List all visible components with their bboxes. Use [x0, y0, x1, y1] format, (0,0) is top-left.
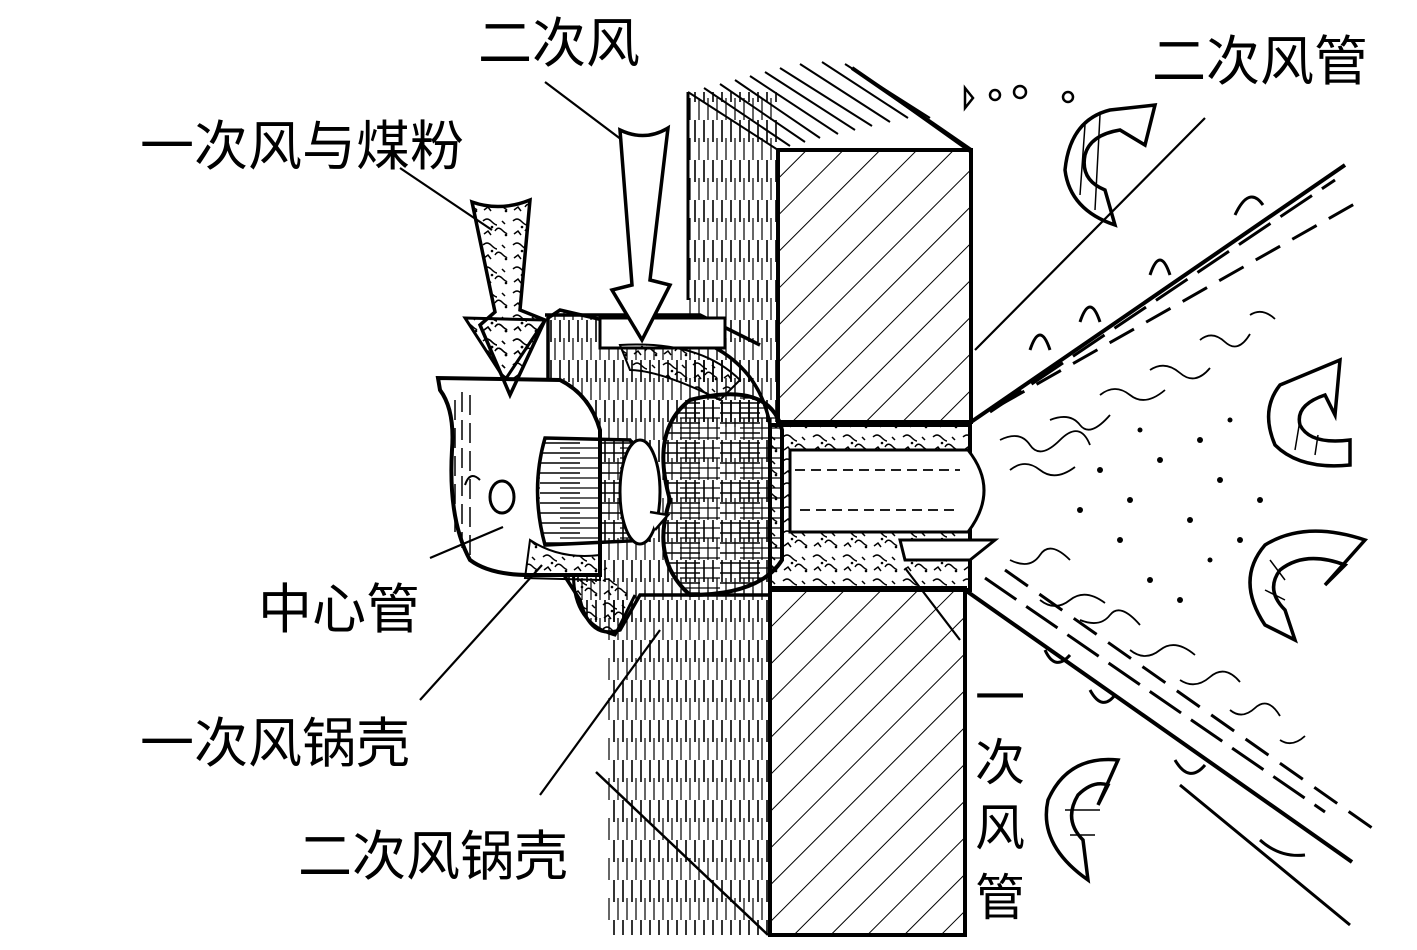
primary-air-inlet-arrow [462, 197, 548, 400]
label-primary-air-pipe-char-2: 次 [975, 734, 1025, 792]
down-arrow-icon [609, 124, 673, 344]
label-primary-air-pipe-char-3: 风 [975, 799, 1025, 857]
swirl-arrow-icon [1266, 357, 1352, 468]
leader-lines [399, 81, 1206, 796]
label-primary-air-pipe-char-4: 管 [975, 869, 1025, 927]
swirl-arrow-icon [1063, 102, 1158, 228]
primary-air-volute [435, 375, 671, 582]
label-primary-air-coal: 一次风与煤粉 [140, 115, 464, 178]
furnace-wall-upper [776, 148, 973, 424]
wall-side-lower [608, 590, 770, 935]
label-center-pipe: 中心管 [258, 578, 420, 641]
label-secondary-air-volute: 二次风锅壳 [298, 825, 568, 888]
primary-air-pipe [768, 423, 1000, 592]
swirl-arrow-icon [1248, 529, 1369, 644]
label-secondary-air-pipe: 二次风管 [1152, 30, 1368, 93]
label-primary-air-volute: 一次风锅壳 [140, 712, 410, 775]
swirl-arrow-icon [1044, 757, 1121, 884]
secondary-air-pipe [963, 163, 1376, 927]
flame-jet [999, 310, 1306, 745]
furnace-wall-lower [768, 586, 967, 937]
particles [963, 84, 1075, 112]
label-secondary-air: 二次风 [478, 12, 640, 75]
label-primary-air-pipe-char-1: 一 [975, 669, 1025, 727]
